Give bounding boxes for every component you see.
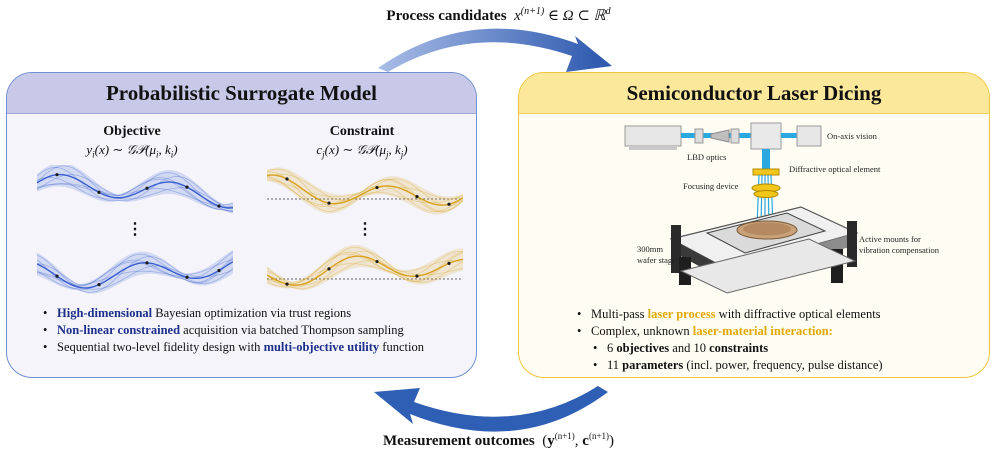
bullet-nonlinear-constrained: •Non-linear constrained acquisition via … <box>43 323 404 337</box>
constraint-title: Constraint <box>329 124 395 139</box>
laser-dicing-panel-title: Semiconductor Laser Dicing <box>519 73 989 114</box>
surrogate-panel-title: Probabilistic Surrogate Model <box>7 73 476 114</box>
label-focusing-device: Focusing device <box>683 181 739 191</box>
bullet-high-dimensional: •High-dimensional Bayesian optimization … <box>43 306 352 320</box>
label-vibration-compensation: vibration compensation <box>859 245 940 255</box>
label-lbd-optics: LBD optics <box>687 152 727 162</box>
objective-title: Objective <box>103 124 161 139</box>
surrogate-bullets: •High-dimensional Bayesian optimization … <box>43 305 424 356</box>
objective-gp-plot-1 <box>37 165 233 214</box>
bullet-complex-interaction: •Complex, unknown laser-material interac… <box>577 324 833 338</box>
objective-formula: yi(x) ∼ 𝒢𝒫(μi, ki) <box>86 142 178 160</box>
constraint-ellipsis: ⋮ <box>357 221 373 238</box>
laser-dicing-panel: Semiconductor Laser Dicing <box>518 72 990 378</box>
bullet-objectives-constraints: •6 objectives and 10 constraints <box>593 341 769 355</box>
bottom-caption: Measurement outcomes (y(n+1), c(n+1)) <box>382 431 615 449</box>
label-diffractive-optical-element: Diffractive optical element <box>789 164 881 174</box>
constraint-gp-plot-1 <box>267 167 463 215</box>
top-caption: Process candidates x(n+1) ∈ Ω ⊂ ℝd <box>386 6 611 24</box>
laser-machine-illustration <box>624 122 859 294</box>
bullet-fidelity-design: •Sequential two-level fidelity design wi… <box>43 340 424 354</box>
laser-dicing-bullets: •Multi-pass laser process with diffracti… <box>577 306 883 374</box>
label-active-mounts: Active mounts for <box>859 234 921 244</box>
label-stage-size: 300mm <box>637 244 663 254</box>
objective-ellipsis: ⋮ <box>127 221 143 238</box>
arrow-top <box>378 28 612 72</box>
bullet-parameters: •11 parameters (incl. power, frequency, … <box>593 358 883 372</box>
objective-gp-plot-2 <box>37 249 233 294</box>
label-wafer-stage: wafer stage <box>637 255 676 265</box>
arrow-bottom <box>374 386 608 432</box>
constraint-gp-plot-2 <box>267 245 463 291</box>
surrogate-model-panel: Probabilistic Surrogate Model Objective … <box>6 72 477 378</box>
bullet-multi-pass: •Multi-pass laser process with diffracti… <box>577 307 881 321</box>
constraint-formula: cj(x) ∼ 𝒢𝒫(μj, kj) <box>316 142 408 160</box>
label-on-axis-vision: On-axis vision <box>827 131 877 141</box>
